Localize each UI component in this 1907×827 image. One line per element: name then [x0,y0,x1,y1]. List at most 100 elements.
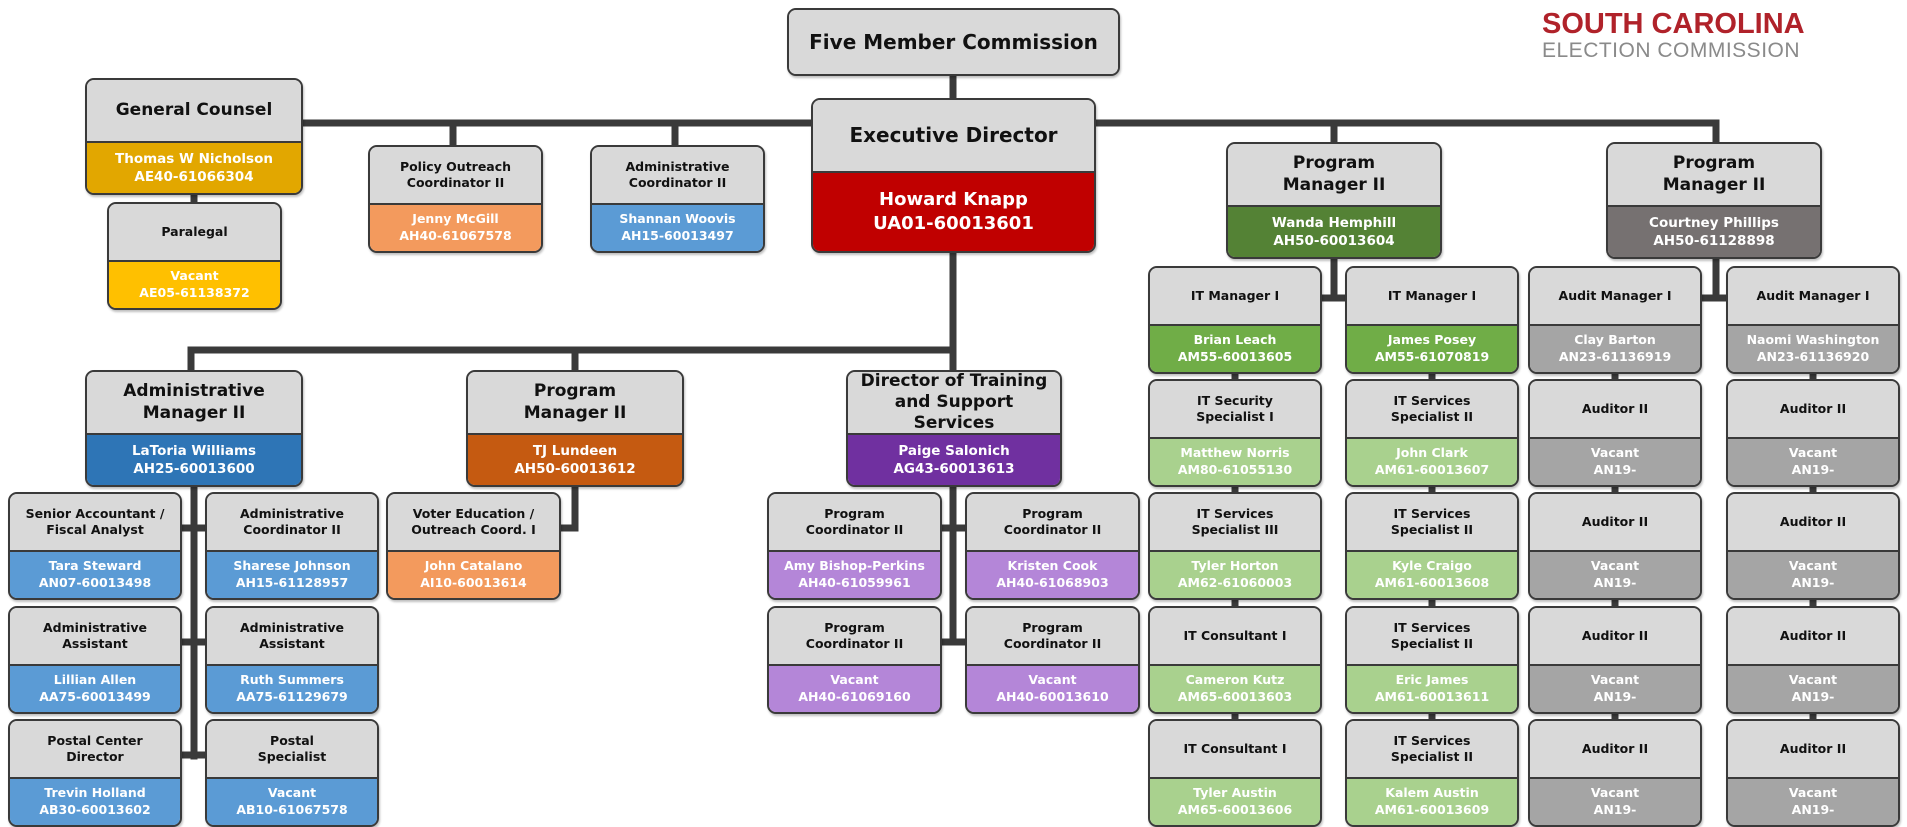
position-title: IT Services Specialist II [1347,721,1517,777]
position-code: AA75-60013499 [39,689,151,704]
position-title: Executive Director [813,100,1094,171]
position-code: AI10-60013614 [420,575,527,590]
employee-name: LaToria Williams [131,442,257,459]
position-title: Program Coordinator II [769,494,940,550]
employee-name: Eric James [1395,672,1469,688]
position-code: AN07-60013498 [38,575,152,590]
position-title: Paralegal [109,204,280,260]
position-code: AM55-60013605 [1177,349,1293,364]
position-code: AA75-61129679 [236,689,348,704]
position-code: AN19- [1593,575,1637,590]
position-code: AH40-61059961 [798,575,911,590]
position-code: AN19- [1593,689,1637,704]
position-title: Voter Education / Outreach Coord. I [388,494,559,550]
employee-name: Vacant [170,268,219,284]
election-commission-logo: SOUTH CAROLINA ELECTION COMMISSION [1542,8,1805,62]
position-code: AH40-61067578 [399,228,512,243]
position-code: AN19- [1791,462,1835,477]
position-code: AN19- [1791,689,1835,704]
employee-name: Kalem Austin [1385,785,1479,801]
employee-name: Trevin Holland [44,785,146,801]
position-title: Auditor II [1530,608,1700,664]
position-title: Auditor II [1530,494,1700,550]
position-title: IT Services Specialist II [1347,494,1517,550]
position-code: AH40-61069160 [798,689,911,704]
employee-name: Vacant [1590,445,1640,461]
position-title: Program Coordinator II [967,608,1138,664]
position-code: AH50-60013604 [1273,233,1395,249]
employee-name: Vacant [1788,445,1838,461]
employee-name: John Clark [1396,445,1468,461]
position-code: AE40-61066304 [134,169,254,185]
employee-name: Courtney Phillips [1649,214,1779,231]
position-code: AB10-61067578 [236,802,348,817]
position-title: Administrative Assistant [10,608,180,664]
position-title: Auditor II [1728,381,1898,437]
position-title: Auditor II [1728,721,1898,777]
employee-name: TJ Lundeen [532,442,618,459]
position-code: AM65-60013606 [1177,802,1293,817]
employee-name: Vacant [1788,672,1838,688]
employee-name: Paige Salonich [898,442,1010,459]
employee-name: Kyle Craigo [1392,558,1472,574]
org-node-commission: Five Member Commission [787,8,1120,76]
employee-name: James Posey [1387,332,1477,348]
position-code: AM61-60013611 [1374,689,1490,704]
position-code: AM61-60013607 [1374,462,1490,477]
employee-name: John Catalano [424,558,523,574]
position-code: AN23-61136920 [1756,349,1870,364]
position-title: Program Coordinator II [769,608,940,664]
position-code: AH15-60013497 [621,228,734,243]
employee-name: Thomas W Nicholson [115,150,273,167]
position-title: Administrative Coordinator II [592,147,763,203]
position-title: IT Security Specialist I [1150,381,1320,437]
employee-name: Shannan Woovis [619,211,736,227]
position-title: IT Services Specialist II [1347,608,1517,664]
position-code: AN19- [1593,462,1637,477]
employee-name: Vacant [830,672,879,688]
position-title: IT Manager I [1347,268,1517,324]
position-title: IT Manager I [1150,268,1320,324]
